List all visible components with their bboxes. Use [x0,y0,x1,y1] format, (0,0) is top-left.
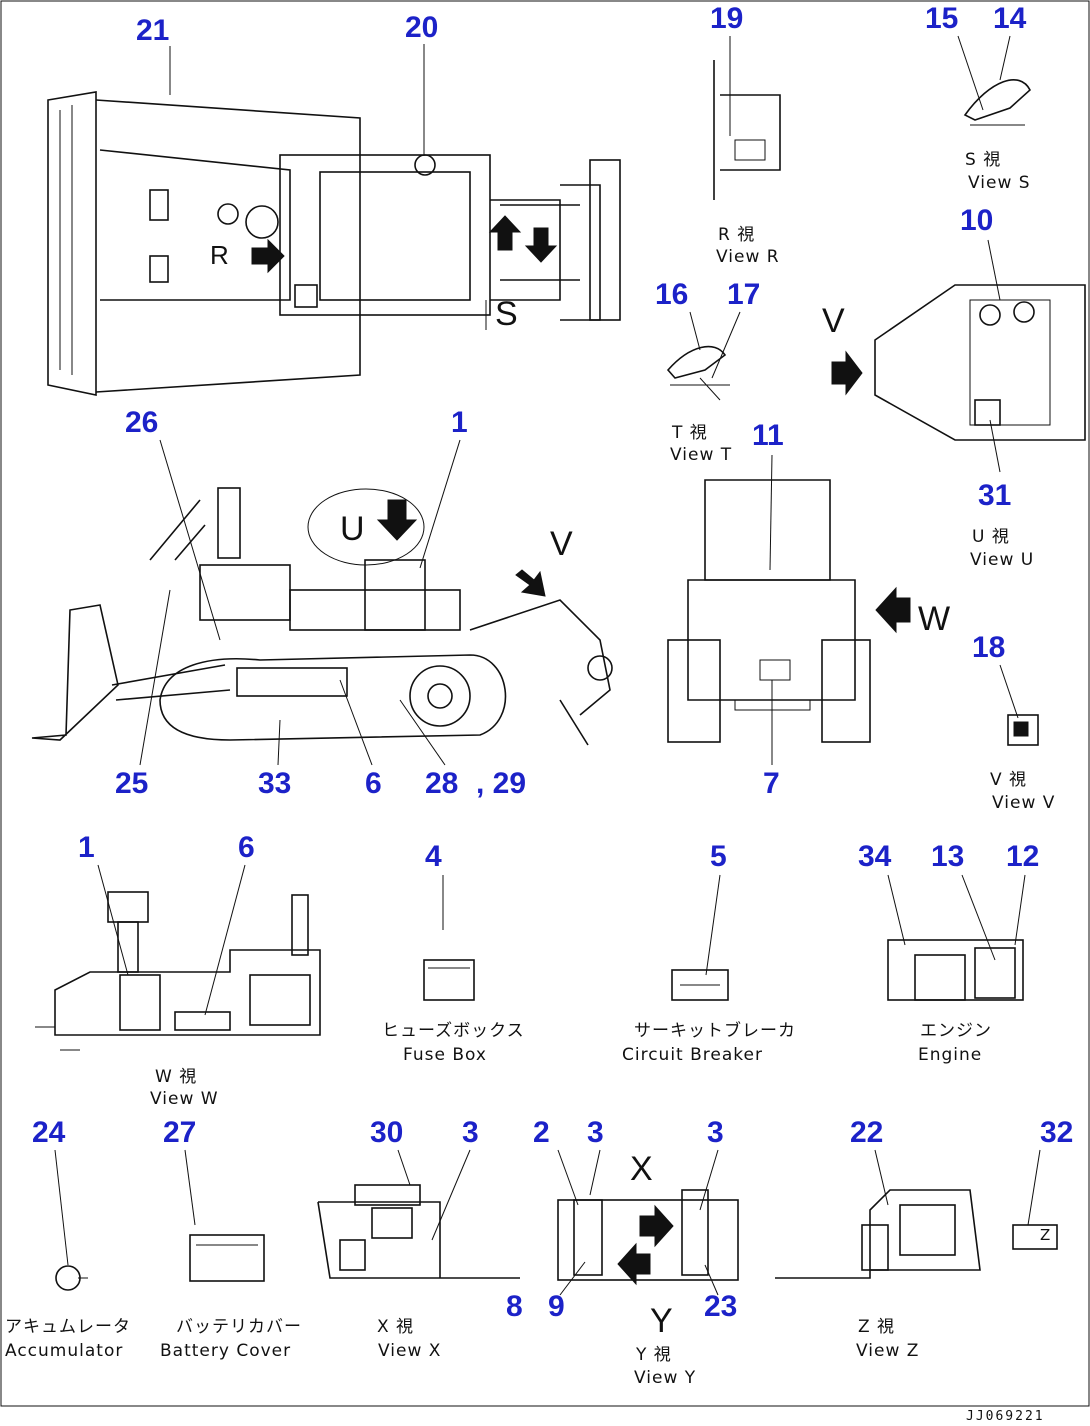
view-letter-r: R [210,240,229,270]
view-z-jp: Z 視 [858,1317,895,1337]
view-letter-x: X [630,1150,653,1188]
view-s-en: View S [968,173,1031,193]
fuse-box-sketch [423,959,475,1001]
view-u-sketch [831,284,1086,441]
view-y-en: View Y [634,1368,696,1388]
callout-20: 20 [405,11,438,44]
callout-25: 25 [115,767,148,800]
callout-16: 16 [655,278,688,311]
view-r-en: View R [716,247,780,267]
view-r-jp: R 視 [718,225,755,245]
callout-3-y2: 3 [707,1116,724,1149]
view-z-sketch [775,1189,981,1279]
view-s-sketch [963,79,1031,126]
view-letter-z: Z [1040,1226,1051,1244]
view-y-jp: Y 視 [635,1345,672,1365]
view-letter-y: Y [650,1302,673,1340]
callout-12: 12 [1006,840,1039,873]
callout-3-y1: 3 [587,1116,604,1149]
view-x-en: View X [378,1341,441,1361]
callout-31: 31 [978,479,1011,512]
view-v-sketch [1007,714,1039,746]
callout-19: 19 [710,2,743,35]
callout-6-side: 6 [365,767,382,800]
view-v-en: View V [992,793,1055,813]
view-letter-v-side: V [550,525,573,563]
view-w-en: View W [150,1089,219,1109]
callout-29: , 29 [476,767,526,800]
label-plate-sketch [1012,1224,1058,1250]
fuse-box-jp: ヒューズボックス [382,1021,525,1041]
callout-3-x: 3 [462,1116,479,1149]
callout-23: 23 [704,1290,737,1323]
callout-5: 5 [710,840,727,873]
engine-en: Engine [918,1045,982,1065]
accumulator-jp: アキュムレータ [5,1317,131,1337]
callout-22: 22 [850,1116,883,1149]
fuse-box-en: Fuse Box [403,1045,487,1065]
rear-view-dozer [667,479,911,743]
view-letter-w: W [918,600,950,638]
callout-7: 7 [763,767,780,800]
view-letter-v-top: V [822,302,845,340]
callout-8: 8 [506,1290,523,1323]
circuit-breaker-jp: サーキットブレーカ [634,1020,796,1041]
callout-13: 13 [931,840,964,873]
callout-21: 21 [136,14,169,47]
view-v-jp: V 視 [990,770,1027,790]
view-r-sketch [713,60,781,200]
drawing-code: JJ069221 [966,1409,1045,1424]
battery-cover-sketch [189,1234,265,1282]
callout-10: 10 [960,204,993,237]
view-t-jp: T 視 [671,423,708,443]
callout-32: 32 [1040,1116,1073,1149]
callout-26: 26 [125,406,158,439]
callout-1-side: 1 [451,406,468,439]
view-y-sketch [557,1189,739,1286]
callout-2: 2 [533,1116,550,1149]
view-letter-s: S [495,295,518,333]
callout-27: 27 [163,1116,196,1149]
callout-4: 4 [425,840,442,873]
view-x-sketch [317,1184,520,1279]
callout-6-w: 6 [238,831,255,864]
circuit-breaker-sketch [671,969,729,1001]
view-t-en: View T [670,445,732,465]
accumulator-en: Accumulator [5,1341,123,1361]
view-u-en: View U [970,550,1034,570]
engine-sketch [887,939,1024,1001]
callout-18: 18 [972,631,1005,664]
view-u-jp: U 視 [972,527,1010,547]
view-w-sketch [35,891,321,1051]
callout-28: 28 [425,767,458,800]
circuit-breaker-en: Circuit Breaker [622,1045,763,1065]
callout-33: 33 [258,767,291,800]
engine-jp: エンジン [920,1021,992,1041]
battery-cover-jp: バッテリカバー [176,1317,302,1337]
callout-11: 11 [752,419,784,452]
top-view-dozer [47,91,621,396]
callout-1-w: 1 [78,831,95,864]
view-w-jp: W 視 [155,1067,197,1087]
callout-34: 34 [858,840,892,873]
accumulator-sketch [55,1265,88,1291]
callout-14: 14 [993,2,1027,35]
callout-17: 17 [727,278,760,311]
callout-15: 15 [925,2,958,35]
view-t-sketch [666,345,730,401]
callout-9: 9 [548,1290,565,1323]
view-s-jp: S 視 [965,150,1001,170]
callout-30: 30 [370,1116,403,1149]
callout-24: 24 [32,1116,66,1149]
view-x-jp: X 視 [377,1317,414,1337]
battery-cover-en: Battery Cover [160,1341,291,1361]
view-z-en: View Z [856,1341,919,1361]
view-letter-u: U [340,510,365,548]
side-view-dozer [31,487,613,746]
